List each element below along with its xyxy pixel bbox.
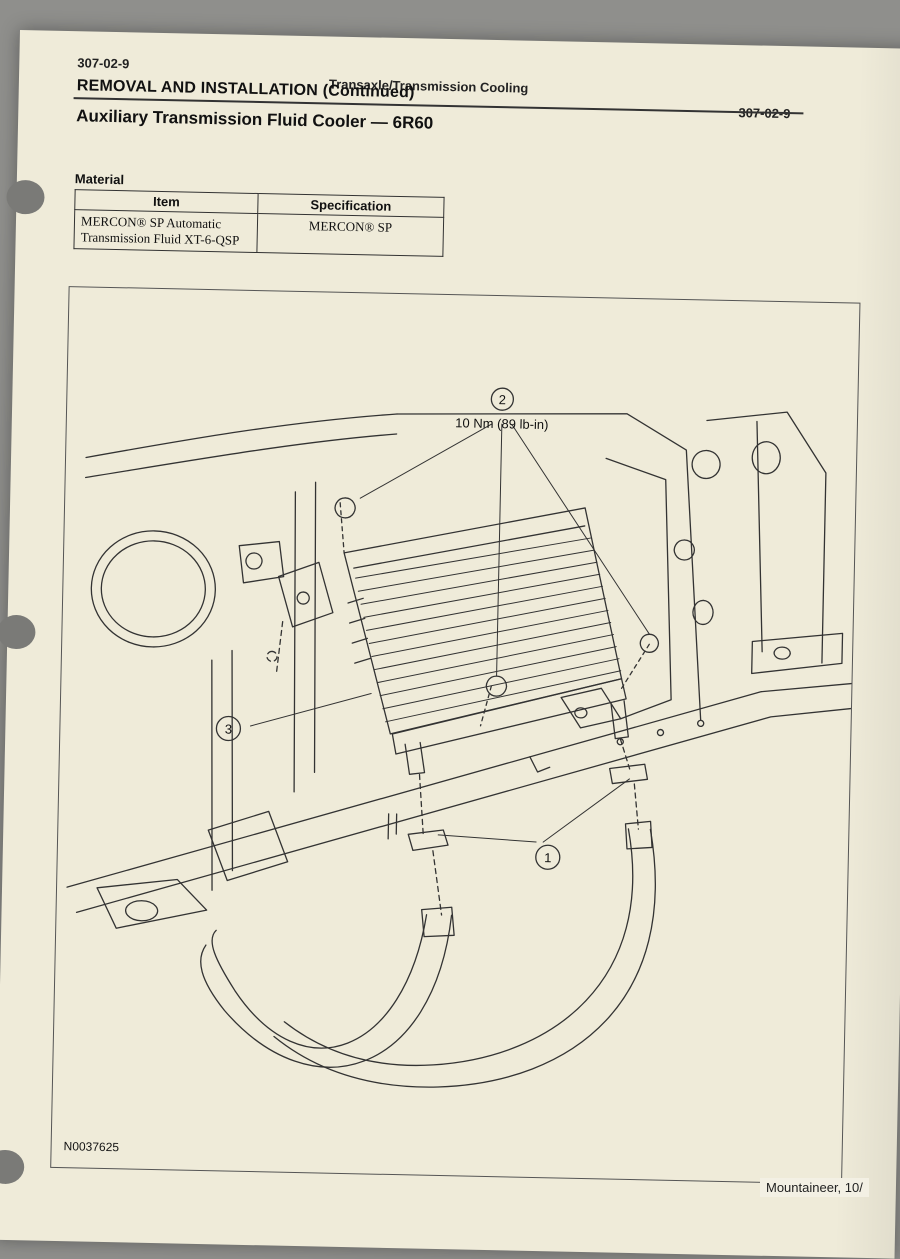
material-label: Material [74,171,125,188]
table-row: MERCON® SP Automatic Transmission Fluid … [73,209,444,257]
callout-2-label: 2 [499,392,507,407]
binder-hole [6,179,45,215]
cooler-illustration: 2 3 1 10 Nm (89 lb-in) [66,387,853,1088]
material-table: Item Specification MERCON® SP Automatic … [73,189,445,257]
torque-callout: 10 Nm (89 lb-in) [455,415,548,432]
callout-3-circle [215,715,242,742]
figure-id: N0037625 [63,1139,120,1155]
callout-2-circle [490,387,515,411]
procedure-title: Auxiliary Transmission Fluid Cooler — 6R… [76,106,434,133]
spec-cell: MERCON® SP [256,213,444,257]
binder-hole [0,614,36,650]
item-cell: MERCON® SP Automatic Transmission Fluid … [73,209,258,253]
page-number-left: 307-02-9 [77,55,130,72]
callout-3-label: 3 [225,721,233,736]
manual-page: 307-02-9 Transaxle/Transmission Cooling … [0,30,900,1259]
figure-frame: 2 3 1 10 Nm (89 lb-in) N0037625 [50,286,861,1185]
callout-1-label: 1 [544,850,552,865]
callout-1-circle [535,844,561,870]
binder-hole [0,1149,25,1185]
footer-text: Mountaineer, 10/ [760,1178,869,1197]
